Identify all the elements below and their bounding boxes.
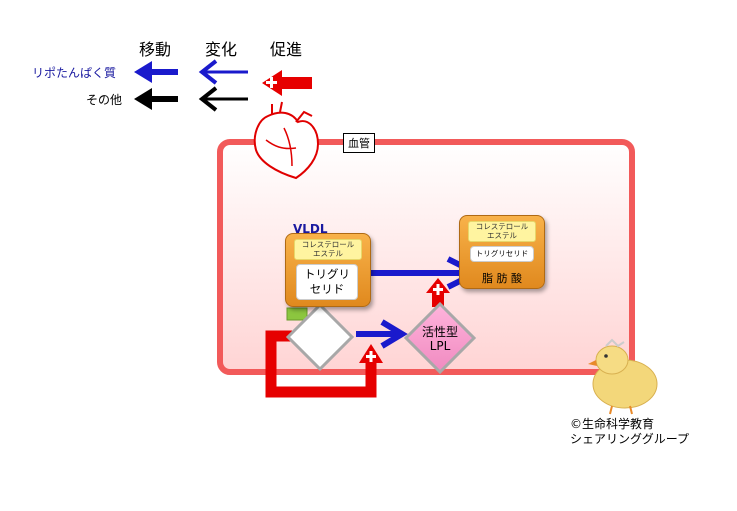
- inactive-enzyme-diamond: [285, 302, 355, 372]
- legend-header-move: 移動: [139, 40, 172, 59]
- product-triglyceride: トリグリセリド: [470, 246, 534, 262]
- legend-move-arrow-blue: [134, 61, 178, 83]
- credit-line-2: シェアリンググループ: [570, 432, 690, 446]
- vldl-particle: コレステロール エステル トリグリ セリド: [285, 233, 371, 307]
- activation-arrow-blue: [356, 319, 408, 349]
- legend-change-arrow-blue: [198, 59, 248, 85]
- legend-label-other: その他: [86, 93, 123, 107]
- legend-label-lipoprotein: リポたんぱく質: [32, 66, 117, 80]
- credit: ©生命科学教育 シェアリンググループ: [570, 417, 689, 447]
- lpl-label: 活性型 LPL: [421, 325, 458, 353]
- legend-header-change: 変化: [205, 40, 238, 59]
- heart-icon: [253, 101, 320, 180]
- legend-change-arrow-black: [198, 86, 248, 112]
- vldl-triglyceride: トリグリ セリド: [296, 264, 358, 300]
- vessel-label: 血管: [343, 133, 375, 153]
- chick-icon: [588, 338, 658, 415]
- legend-move-arrow-black: [134, 88, 178, 110]
- legend-promote-arrow: [262, 70, 312, 96]
- vldl-title: VLDL: [293, 222, 328, 236]
- plus-icon: [266, 77, 277, 88]
- product-cholesterol-ester: コレステロール エステル: [468, 221, 536, 242]
- lpl-diamond: [403, 301, 477, 375]
- vldl-cholesterol-ester: コレステロール エステル: [294, 239, 362, 260]
- plus-icon: [433, 284, 443, 295]
- credit-line-1: ©生命科学教育: [570, 417, 655, 431]
- fatty-acid-label: 脂 肪 酸: [482, 272, 522, 285]
- legend-header-promote: 促進: [270, 40, 303, 59]
- feedback-loop-arrow: [265, 330, 383, 398]
- product-particle: コレステロール エステル トリグリセリド 脂 肪 酸: [459, 215, 545, 289]
- green-tab: [286, 307, 308, 321]
- plus-icon: [366, 351, 376, 362]
